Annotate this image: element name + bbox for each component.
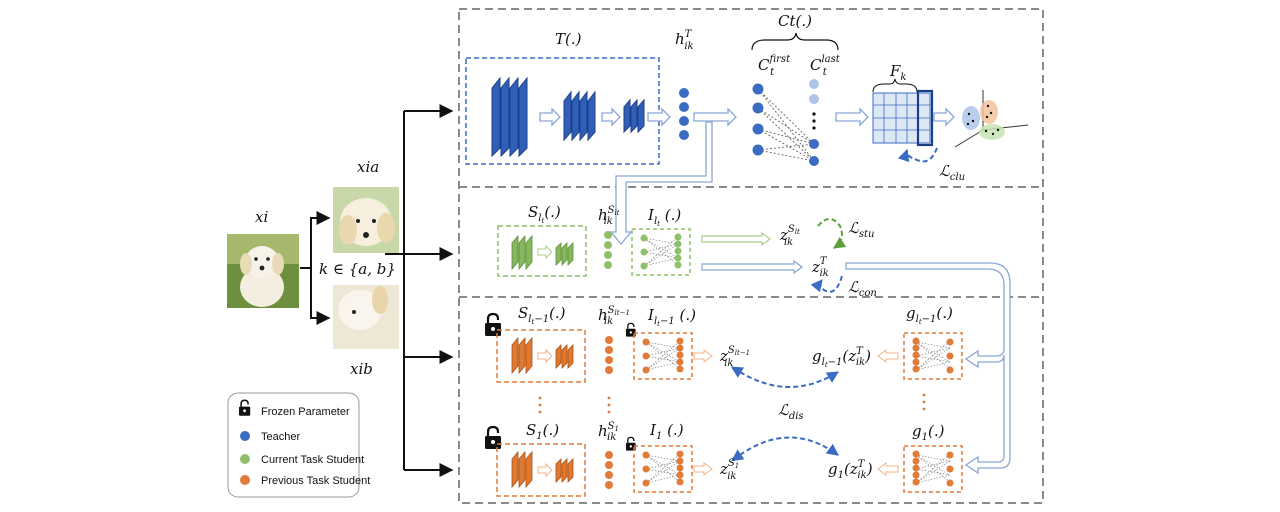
current-student-encoder-box: [497, 225, 587, 277]
ellipsis-dots: [538, 393, 926, 414]
f-k-brace: [872, 78, 918, 93]
legend-previous-dot: [240, 475, 250, 485]
teacher-to-cluster-arrow: [693, 107, 737, 127]
cluster-to-table-arrow: [835, 107, 869, 127]
prototype-table: [872, 89, 934, 147]
cluster-brace: [751, 32, 839, 51]
label-l-clu: ℒclu: [939, 162, 965, 183]
student-1-projector-box: [633, 445, 693, 493]
puppy-image-xib: [333, 285, 399, 349]
current-projector-box: [631, 228, 691, 276]
legend-current-dot: [240, 454, 250, 464]
current-projector-net: [640, 233, 682, 270]
puppy-image-xia: [333, 187, 399, 253]
previous-feature-vector: [605, 336, 613, 374]
teacher-feature-to-student-arrow: [609, 121, 713, 246]
g-prev-head-net: [912, 337, 954, 374]
previous-projector-net: [642, 337, 684, 374]
label-s-1: S1(.): [526, 421, 559, 442]
label-f-k: Fk: [889, 62, 906, 83]
teacher-feature-vector: [679, 88, 689, 140]
label-s-cur: Slt(.): [528, 203, 561, 225]
cluster-first-nodes: [752, 83, 764, 156]
label-x-ib: xib: [350, 360, 373, 378]
student-1-projector-net: [642, 450, 684, 487]
label-i-prev: Ilt−1 (.): [647, 306, 696, 328]
current-to-zt-arrow: [701, 259, 803, 275]
label-l-stu: ℒstu: [848, 219, 874, 240]
legend-teacher-label: Teacher: [261, 431, 300, 443]
current-to-zs-arrow: [701, 231, 771, 247]
label-g-prev: glt−1(.): [906, 304, 953, 326]
label-s-prev: Slt−1(.): [518, 304, 566, 326]
zt-to-g-heads-arrow: [845, 262, 1011, 475]
l-stu-loop: [817, 218, 847, 249]
label-i-cur: Ilt (.): [647, 206, 681, 228]
legend-box: [227, 392, 360, 498]
g-prev-to-label-arrow: [877, 349, 899, 363]
table-to-embedding-arrow: [933, 107, 955, 127]
augmentation-arrows: [300, 104, 454, 477]
label-l-dis: ℒdis: [778, 401, 804, 422]
label-k-set: k ∈ {a, b}: [319, 260, 396, 278]
legend-teacher-dot: [240, 431, 250, 441]
lock-icon: [626, 436, 636, 451]
legend-previous-label: Previous Task Student: [261, 475, 370, 487]
previous-to-z-arrow: [693, 349, 713, 363]
l-dis-arc-bottom: [731, 436, 839, 462]
label-l-con: ℒcon: [848, 278, 877, 299]
label-i-1: I1 (.): [649, 421, 684, 442]
student-1-cnn-inner-arrow: [537, 462, 553, 478]
g-prev-head-box: [903, 332, 963, 380]
previous-cnn-inner-arrow: [537, 348, 553, 364]
g-1-head-box: [903, 445, 963, 493]
label-teacher-fn: T(.): [555, 30, 582, 48]
lock-icon: [485, 425, 501, 449]
student-1-to-z-arrow: [693, 462, 713, 476]
l-clu-loop: [897, 147, 938, 163]
g-1-to-label-arrow: [877, 462, 899, 476]
student-1-cnn: [511, 450, 574, 489]
legend-current-label: Current Task Student: [261, 454, 364, 466]
current-feature-vector: [604, 231, 612, 269]
previous-student-encoder-box: [496, 329, 586, 383]
label-x-i: xi: [255, 208, 268, 226]
teacher-cnn-layers: [491, 76, 671, 158]
puppy-image-xi: [227, 234, 299, 308]
lock-icon: [239, 399, 251, 416]
l-dis-arc-top: [730, 366, 840, 388]
cluster-connections: [757, 88, 815, 162]
outer-dashed-frame: [458, 8, 1044, 504]
student-1-encoder-box: [496, 443, 586, 497]
previous-projector-box: [633, 332, 693, 380]
previous-student-cnn: [511, 336, 574, 375]
current-student-cnn: [511, 234, 574, 271]
label-g-1: g1(.): [912, 422, 945, 443]
label-cluster-fn: Ct(.): [778, 12, 812, 30]
cluster-last-nodes: [809, 79, 819, 166]
student-1-feature-vector: [605, 451, 613, 489]
lock-icon: [626, 322, 636, 337]
l-con-loop: [810, 275, 843, 293]
label-x-ia: xia: [357, 158, 379, 176]
legend-frozen-label: Frozen Parameter: [261, 406, 350, 418]
current-cnn-inner-arrow: [537, 244, 553, 260]
g-1-head-net: [912, 450, 954, 487]
lock-icon: [485, 312, 501, 336]
cluster-embedding-plot: [954, 90, 1029, 148]
teacher-encoder-box: [465, 57, 660, 165]
